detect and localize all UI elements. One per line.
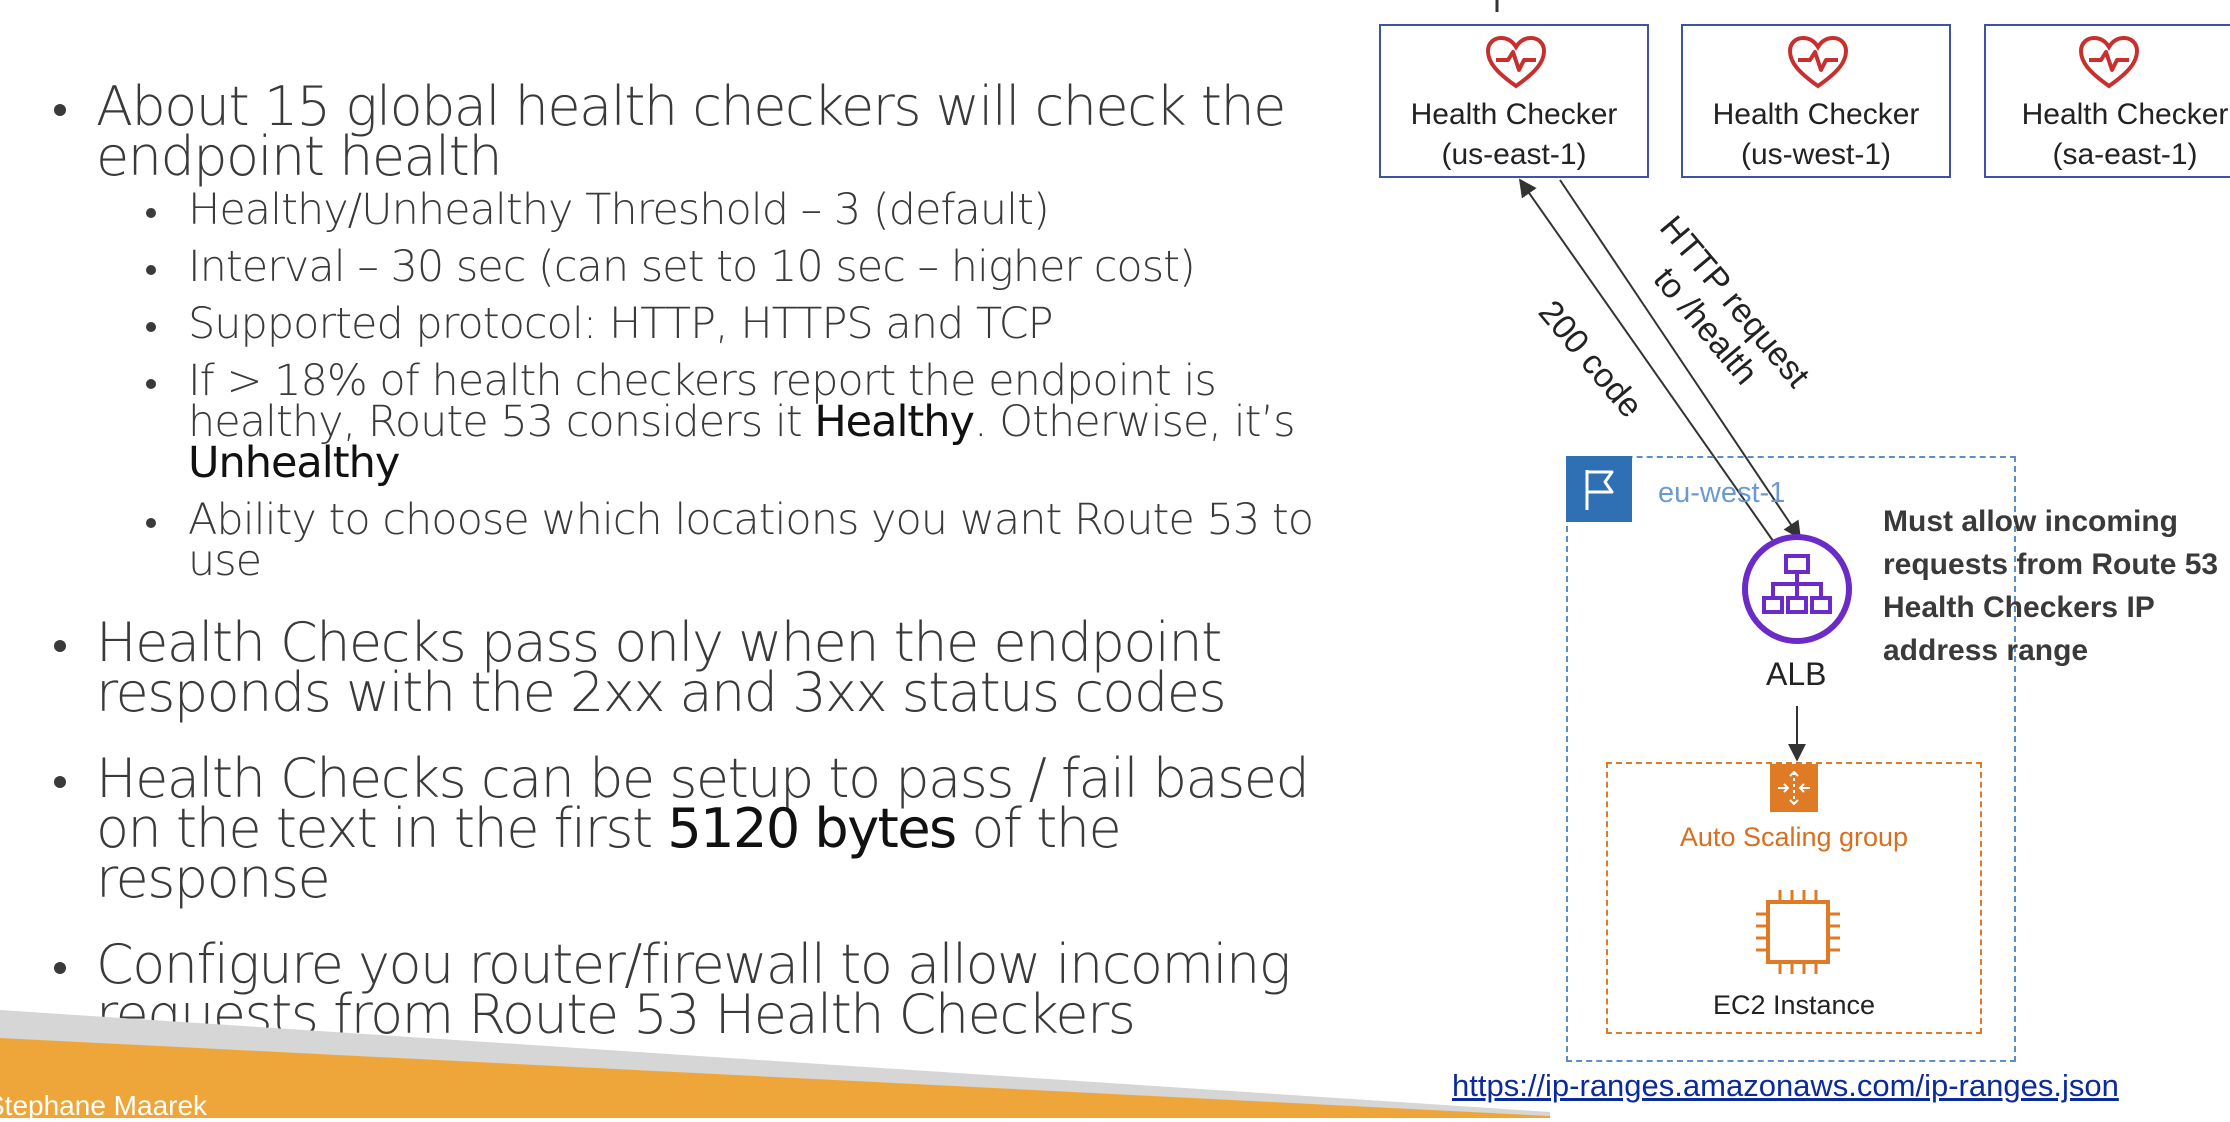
health-checker-title: Health Checker	[1410, 98, 1618, 131]
sub-bullet-list: Healthy/Unhealthy Threshold – 3 (default…	[96, 189, 1320, 583]
health-checker-title: Health Checker	[1712, 98, 1920, 131]
response-200-arrow	[1518, 178, 1779, 549]
ip-ranges-link[interactable]: https://ip-ranges.amazonaws.com/ip-range…	[1452, 1068, 2119, 1103]
sub-bullet-percentage: If > 18% of health checkers report the e…	[142, 360, 1320, 485]
ec2-instance-label: EC2 Instance	[1712, 990, 1876, 1020]
sub-bullet-interval: Interval – 30 sec (can set to 10 sec – h…	[142, 246, 1320, 289]
heart-pulse-icon	[2078, 35, 2140, 89]
health-checker-label: Health Checker (us-east-1)	[1381, 95, 1647, 175]
region-eu-west-1	[1566, 456, 2016, 1062]
bullet-text-match: Health Checks can be setup to pass / fai…	[50, 752, 1320, 906]
health-checker-title: Health Checker	[2021, 98, 2229, 131]
firewall-note: Must allow incoming requests from Route …	[1883, 505, 2219, 667]
flag-icon	[1585, 470, 1614, 510]
sub-bullet-text: . Otherwise, it’s	[973, 397, 1296, 447]
region-flag-icon	[1566, 456, 1632, 522]
http-request-arrow	[1559, 179, 1802, 540]
sub-bullet-text: If > 18% of health checkers report the e…	[188, 356, 1217, 447]
heart-pulse-icon	[1485, 35, 1547, 89]
ec2-chip-icon	[1756, 890, 1840, 974]
bullet-text: About 15 global health checkers will che…	[96, 75, 1286, 188]
health-checker-region: (us-east-1)	[1441, 138, 1587, 171]
highlight-bytes: 5120 bytes	[667, 797, 957, 860]
health-checker-us-east-1: Health Checker (us-east-1)	[1379, 24, 1649, 178]
health-checker-label: Health Checker (sa-east-1)	[1996, 95, 2230, 175]
health-checker-region: (us-west-1)	[1740, 138, 1891, 171]
bullet-text: Health Checks can be setup to pass / fai…	[96, 747, 1310, 860]
bullet-text: of the response	[96, 797, 1122, 910]
auto-scaling-group-label: Auto Scaling group	[1679, 822, 1909, 852]
footer-author: Stephane Maarek	[0, 1090, 208, 1121]
footer-orange-stripe	[0, 1038, 1550, 1118]
alb-label: ALB	[1766, 656, 1827, 692]
sub-bullet-threshold: Healthy/Unhealthy Threshold – 3 (default…	[142, 189, 1320, 232]
highlight-healthy: Healthy	[814, 397, 975, 447]
bullet-health-checkers: About 15 global health checkers will che…	[50, 80, 1320, 583]
region-label: eu-west-1	[1658, 477, 1786, 509]
health-checker-sa-east-1: Health Checker (sa-east-1)	[1984, 24, 2230, 178]
bullet-list: About 15 global health checkers will che…	[50, 80, 1320, 1042]
highlight-unhealthy: Unhealthy	[188, 438, 400, 488]
health-checker-region: (sa-east-1)	[2052, 138, 2198, 171]
heart-pulse-icon	[1787, 35, 1849, 89]
sub-bullet-protocol: Supported protocol: HTTP, HTTPS and TCP	[142, 303, 1320, 346]
health-checker-label: Health Checker (us-west-1)	[1683, 95, 1949, 175]
auto-scaling-group	[1606, 762, 1982, 1034]
bullet-status-codes: Health Checks pass only when the endpoin…	[50, 616, 1320, 720]
footer-band	[0, 1010, 1550, 1118]
alb-icon	[1742, 534, 1852, 644]
auto-scaling-icon	[1770, 764, 1818, 812]
sub-bullet-locations: Ability to choose which locations you wa…	[142, 499, 1320, 583]
health-checker-us-west-1: Health Checker (us-west-1)	[1681, 24, 1951, 178]
